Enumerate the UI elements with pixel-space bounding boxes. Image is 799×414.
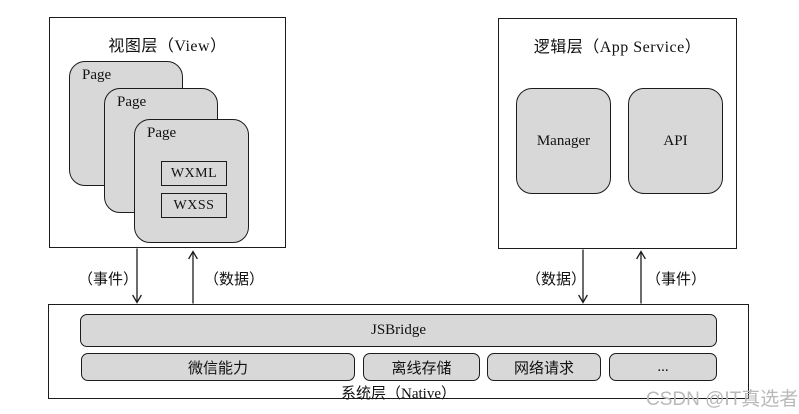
logic-layer-title: 逻辑层（App Service） bbox=[533, 39, 702, 56]
page-card-front: Page WXML WXSS bbox=[134, 119, 249, 243]
view-layer-box: 视图层（View） Page Page Page WXML WXSS bbox=[49, 17, 286, 248]
page-label: Page bbox=[117, 94, 147, 110]
capability-more: ... bbox=[609, 353, 717, 381]
view-event-label: （事件） bbox=[77, 272, 138, 288]
logic-layer-box: 逻辑层（App Service） Manager API bbox=[498, 18, 737, 249]
view-layer-title: 视图层（View） bbox=[108, 38, 227, 55]
capability-network-request: 网络请求 bbox=[487, 353, 601, 381]
capability-wechat: 微信能力 bbox=[81, 353, 355, 381]
system-layer-title: 系统层（Native） bbox=[341, 386, 456, 402]
view-data-label: （数据） bbox=[203, 272, 264, 288]
jsbridge-bar: JSBridge bbox=[80, 314, 717, 347]
system-layer-box: JSBridge 微信能力 离线存储 网络请求 ... 系统层（Native） bbox=[48, 304, 749, 402]
csdn-watermark: CSDN @IT真选者 bbox=[646, 389, 799, 410]
page-label: Page bbox=[147, 125, 177, 141]
api-block: API bbox=[628, 88, 723, 194]
manager-block: Manager bbox=[516, 88, 611, 194]
logic-data-label: （数据） bbox=[525, 272, 586, 288]
wxml-box: WXML bbox=[161, 161, 227, 186]
capability-offline-storage: 离线存储 bbox=[363, 353, 480, 381]
page-label: Page bbox=[82, 67, 112, 83]
wxss-box: WXSS bbox=[161, 193, 227, 218]
logic-event-label: （事件） bbox=[645, 272, 706, 288]
